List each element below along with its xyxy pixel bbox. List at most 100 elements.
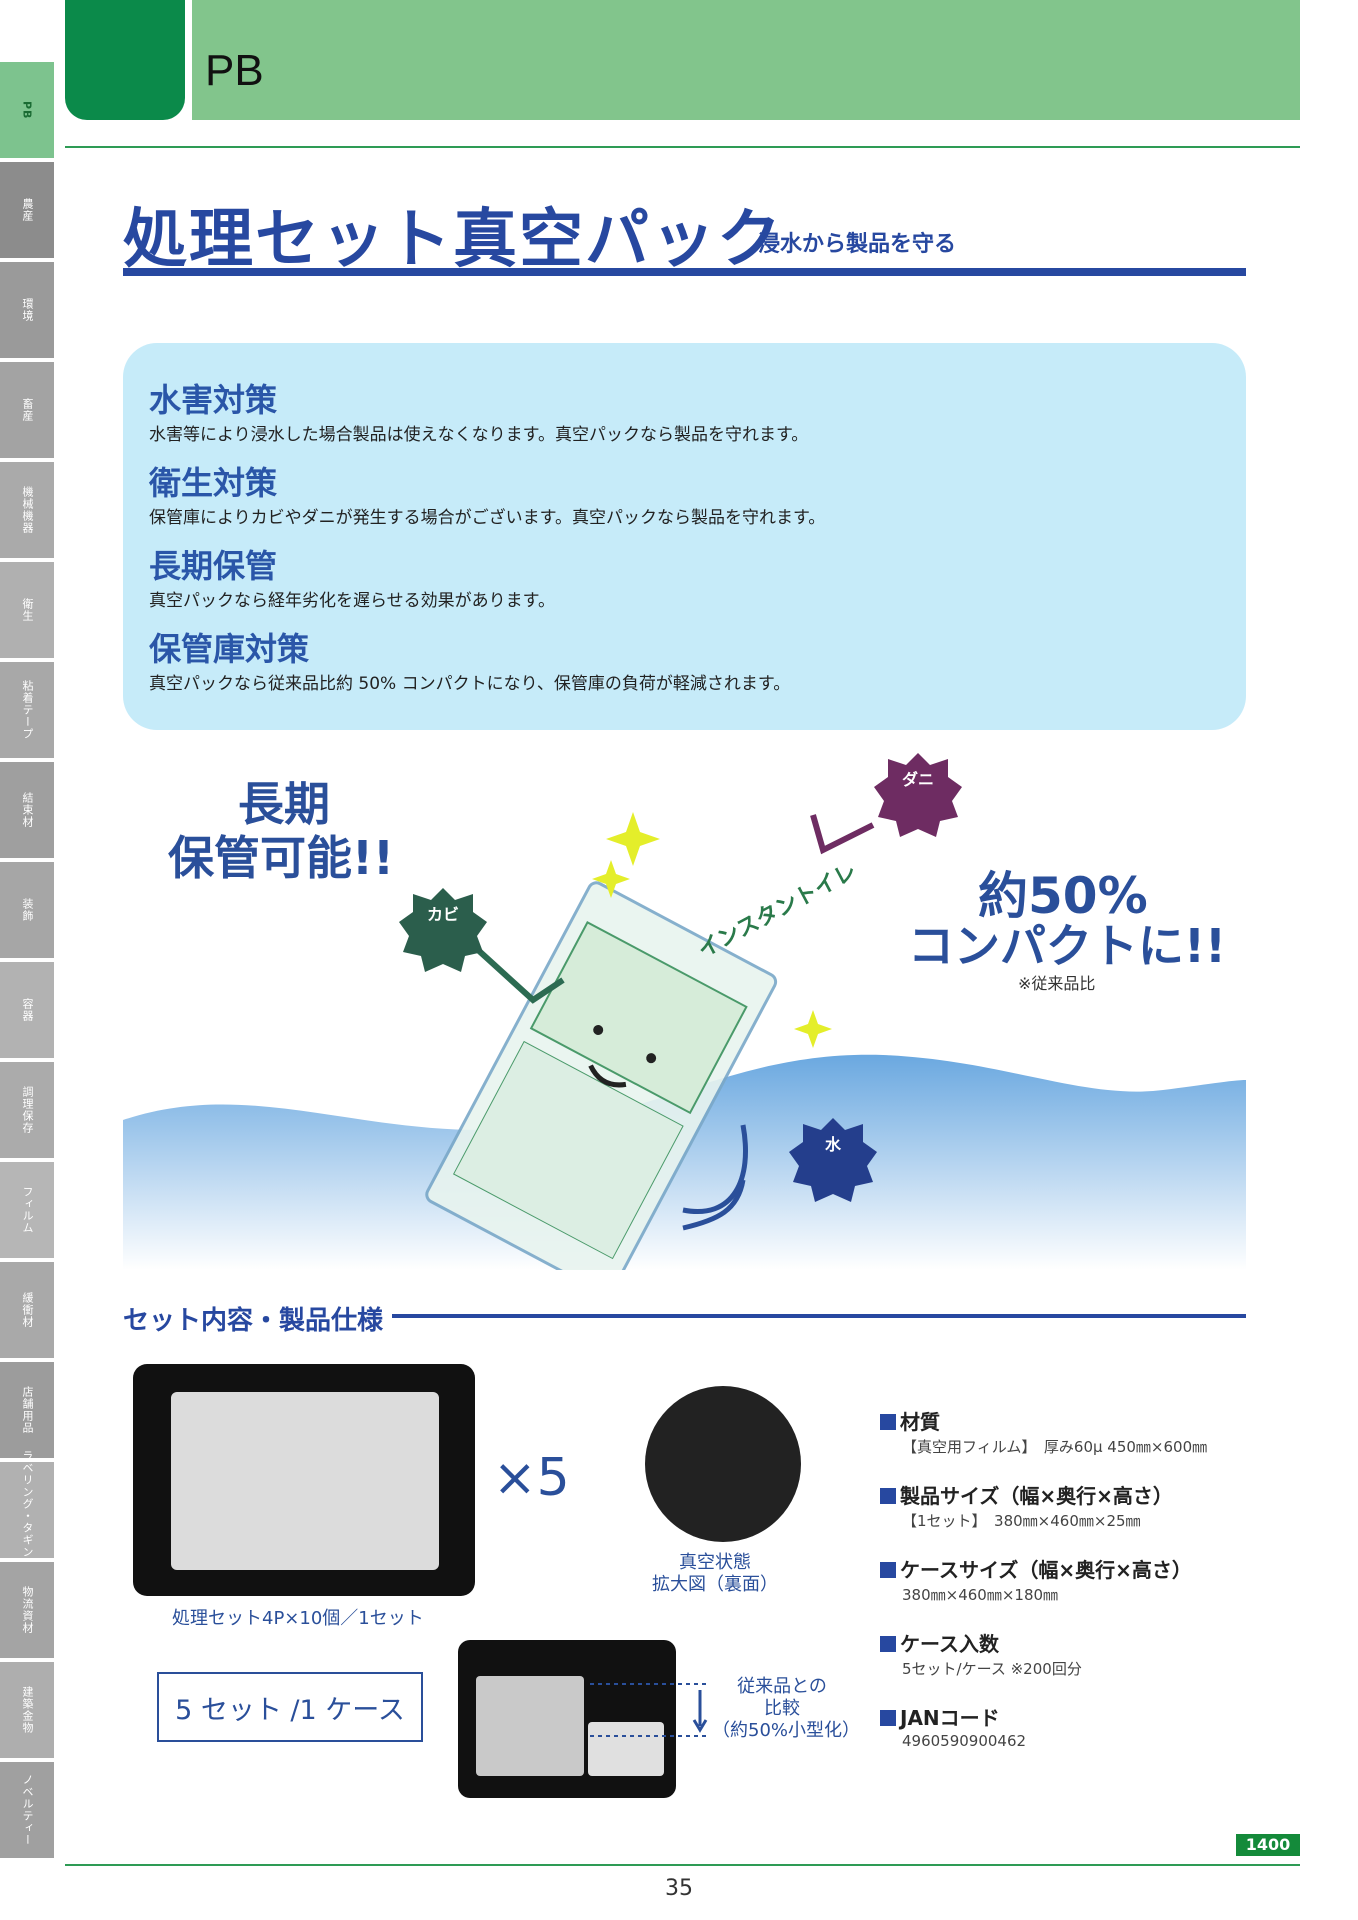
photo-stack-new [588,1722,664,1776]
sparkle-icon [606,812,660,866]
spec-label: ケース入数 [880,1628,999,1657]
sparkle-icon [794,1010,832,1048]
spec-label: ケースサイズ（幅×奥行×高さ） [880,1554,1192,1583]
page-code-badge: 1400 [1236,1834,1300,1856]
feature-heading: 水害対策 [149,381,278,419]
header-band [192,0,1300,120]
side-tab[interactable]: 粘着テープ [0,662,54,762]
bullet-square-icon [880,1636,896,1652]
side-tab-label: 衛生 [21,598,34,622]
spec-label-text: ケース入数 [900,1632,999,1656]
feature-heading: 衛生対策 [149,464,278,502]
side-tab[interactable]: 結束材 [0,762,54,862]
feature-heading: 保管庫対策 [149,630,310,668]
side-tab[interactable]: 建築金物 [0,1662,54,1762]
check-mark-icon [475,947,565,1004]
motion-line-icon [682,1179,746,1231]
bullet-square-icon [880,1562,896,1578]
side-tab-nav: PB 農産 環境 畜産 機械機器 衛生 粘着テープ 結束材 装飾 容器 調理保存… [0,62,54,1862]
side-tab[interactable]: ノベルティー [0,1762,54,1862]
spec-label: 製品サイズ（幅×奥行×高さ） [880,1480,1173,1509]
feature-box: 水害対策 水害等により浸水した場合製品は使えなくなります。真空パックなら製品を守… [123,343,1246,730]
photo-stack-old [476,1676,584,1776]
feature-desc: 真空パックなら経年劣化を遅らせる効果があります。 [149,591,555,611]
comparison-photo [458,1640,676,1798]
photo-content [171,1392,439,1570]
side-tab-label: 畜産 [21,398,34,422]
spec-value: 【真空用フィルム】 厚み60μ 450㎜×600㎜ [902,1438,1208,1456]
closeup-caption-line: 真空状態 [679,1552,751,1573]
compact-note: ※従来品比 [1018,974,1096,993]
side-tab[interactable]: 容器 [0,962,54,1062]
side-tab-label: フィルム [21,1186,34,1234]
side-tab-label: 容器 [21,998,34,1022]
spec-label: 材質 [880,1406,940,1435]
footer-divider [65,1864,1300,1866]
side-tab[interactable]: 装飾 [0,862,54,962]
side-tab[interactable]: 環境 [0,262,54,362]
side-tab-label: ラベリング・タギング [21,1450,34,1570]
side-tab-label: 機械機器 [21,486,34,534]
motion-line-icon [682,1124,748,1214]
side-tab[interactable]: 機械機器 [0,462,54,562]
side-tab-pb[interactable]: PB [0,62,54,162]
closeup-caption: 真空状態 拡大図（裏面） [650,1552,780,1596]
mold-badge [399,888,487,972]
compare-arrow [590,1683,710,1737]
water-wave [123,1054,1246,1270]
case-quantity-box: 5 セット /1 ケース [157,1672,423,1742]
side-tab-label: 物流資材 [21,1586,34,1634]
side-tab-label: 緩衝材 [21,1292,34,1328]
compare-caption-line: 比較 [764,1698,800,1719]
side-tab[interactable]: 店舗用品 [0,1362,54,1462]
side-tab-label: ノベルティー [21,1774,34,1846]
spec-label: JANコード [880,1702,1000,1731]
side-tab[interactable]: 農産 [0,162,54,262]
water-badge [789,1118,877,1202]
bullet-square-icon [880,1414,896,1430]
header-divider [65,146,1300,148]
bullet-square-icon [880,1488,896,1504]
side-tab-label: 店舗用品 [21,1386,34,1434]
illustration: インスタントイレ カビ ダニ 水 [123,753,1246,1270]
bullet-square-icon [880,1710,896,1726]
mite-badge-label: ダニ [902,770,934,789]
compare-caption: 従来品との 比較 （約50%小型化） [712,1676,861,1742]
feature-heading: 長期保管 [149,547,278,585]
sparkle-icon [592,860,630,898]
spec-value: 【1セット】 380㎜×460㎜×25㎜ [902,1512,1141,1530]
header-accent-block [65,0,185,120]
side-tab-label: 環境 [21,298,34,322]
side-tab-label: 装飾 [21,898,34,922]
page-number: 35 [665,1876,693,1901]
spec-label-text: 材質 [900,1410,940,1434]
mold-badge-label: カビ [427,905,459,924]
side-tab[interactable]: 物流資材 [0,1562,54,1662]
title-underline [123,268,1246,276]
compare-caption-line: （約50%小型化） [712,1720,861,1741]
spec-value: 380㎜×460㎜×180㎜ [902,1586,1059,1604]
vacuum-pack-image [425,881,778,1270]
side-tab-label: 結束材 [21,792,34,828]
side-tab-label: 粘着テープ [21,680,34,740]
compact-text-2: コンパクトに!! [908,919,1226,973]
side-tab[interactable]: 調理保存 [0,1062,54,1162]
side-tab[interactable]: 畜産 [0,362,54,462]
vacuum-closeup-image [645,1386,801,1542]
side-tab[interactable]: 衛生 [0,562,54,662]
side-tab-label: 調理保存 [21,1086,34,1134]
multiplier-text: ×5 [493,1448,570,1508]
compare-caption-line: 従来品との [737,1676,827,1697]
section-title: PB [205,46,264,95]
bag-label: インスタントイレ [694,859,861,963]
section-heading: セット内容・製品仕様 [123,1306,384,1336]
spec-label-text: 製品サイズ（幅×奥行×高さ） [900,1484,1173,1508]
page-title: 処理セット真空パック [123,203,783,277]
feature-desc: 保管庫によりカビやダニが発生する場合がございます。真空パックなら製品を守れます。 [149,508,826,528]
side-tab[interactable]: フィルム [0,1162,54,1262]
side-tab[interactable]: 緩衝材 [0,1262,54,1362]
side-tab[interactable]: ラベリング・タギング [0,1450,54,1570]
feature-desc: 真空パックなら従来品比約 50% コンパクトになり、保管庫の負荷が軽減されます。 [149,674,791,694]
spec-label-text: ケースサイズ（幅×奥行×高さ） [900,1558,1192,1582]
spec-value: 4960590900462 [902,1732,1027,1750]
